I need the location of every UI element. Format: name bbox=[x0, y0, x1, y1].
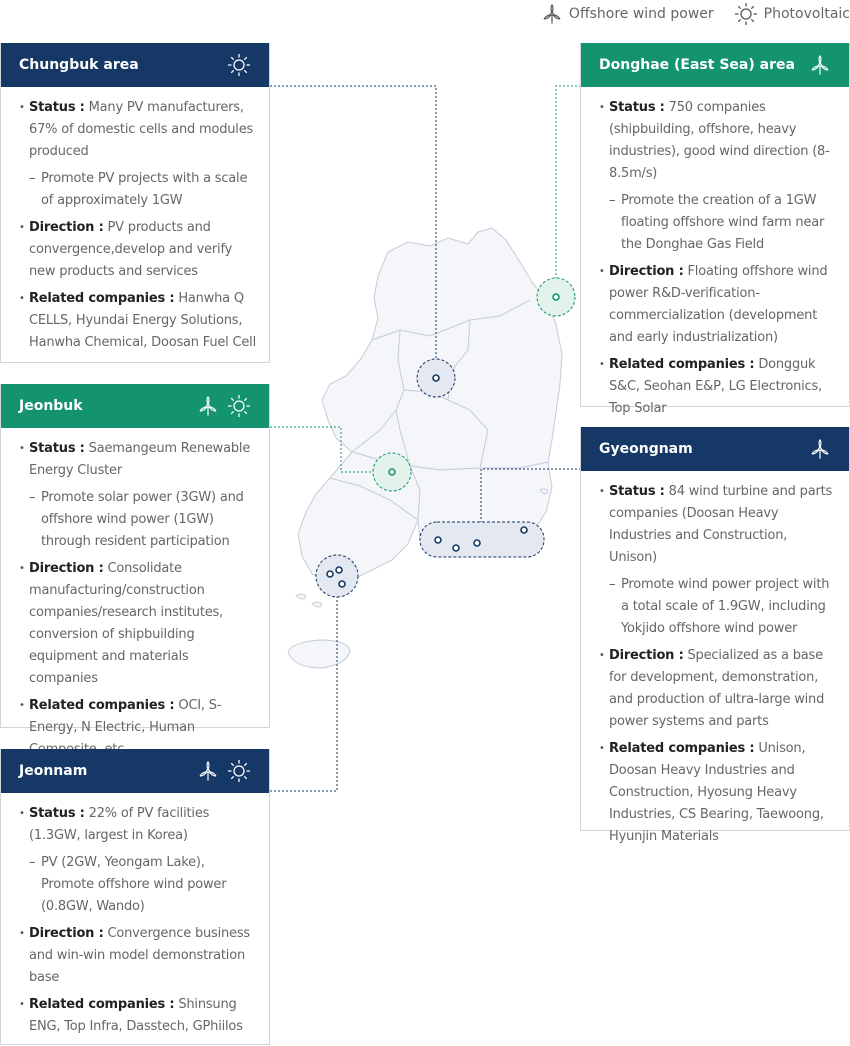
donghae-card-header: Donghae (East Sea) area bbox=[581, 43, 849, 87]
legend: Offshore wind power Photovoltaic bbox=[521, 2, 850, 26]
gyeongnam-card: Gyeongnam Status : 84 wind turbine and p… bbox=[580, 427, 850, 844]
chungbuk-companies: Related companies : Hanwha Q CELLS, Hyun… bbox=[19, 288, 257, 354]
chungbuk-card-header: Chungbuk area bbox=[1, 43, 269, 87]
jeonnam-sub: PV (2GW, Yeongam Lake), Promote offshore… bbox=[19, 852, 257, 918]
chungbuk-sub: Promote PV projects with a scale of appr… bbox=[19, 168, 257, 212]
jeonnam-dot bbox=[335, 566, 343, 574]
donghae-title: Donghae (East Sea) area bbox=[599, 57, 795, 73]
jeonnam-title: Jeonnam bbox=[19, 763, 88, 779]
donghae-status: Status : 750 companies (shipbuilding, of… bbox=[599, 97, 837, 185]
map-province-borders bbox=[329, 299, 531, 521]
chungbuk-dot bbox=[432, 374, 440, 382]
sun-icon bbox=[734, 2, 757, 26]
legend-wind: Offshore wind power bbox=[541, 3, 714, 25]
donghae-sub: Promote the creation of a 1GW floating o… bbox=[599, 190, 837, 256]
gyeongnam-card-header: Gyeongnam bbox=[581, 427, 849, 471]
chungbuk-connector bbox=[270, 85, 437, 359]
gyeongnam-connector bbox=[480, 468, 581, 522]
gyeongnam-title: Gyeongnam bbox=[599, 441, 693, 457]
jeonnam-marker[interactable] bbox=[315, 554, 359, 598]
wind-turbine-icon bbox=[543, 4, 561, 24]
wind-turbine-icon bbox=[811, 439, 829, 459]
chungbuk-direction: Direction : PV products and convergence,… bbox=[19, 217, 257, 283]
wind-turbine-icon bbox=[199, 761, 217, 781]
chungbuk-title: Chungbuk area bbox=[19, 57, 139, 73]
gyeongnam-status: Status : 84 wind turbine and parts compa… bbox=[599, 481, 837, 569]
gyeongnam-dot bbox=[452, 544, 460, 552]
jeonbuk-direction: Direction : Consolidate manufacturing/co… bbox=[19, 558, 257, 690]
jeonnam-dot bbox=[326, 570, 334, 578]
jeonnam-card-header: Jeonnam bbox=[1, 749, 269, 793]
donghae-connector bbox=[555, 85, 581, 278]
jeonbuk-card-header: Jeonbuk bbox=[1, 384, 269, 428]
gyeongnam-marker[interactable] bbox=[419, 521, 545, 558]
chungbuk-status: Status : Many PV manufacturers, 67% of d… bbox=[19, 97, 257, 163]
donghae-card: Donghae (East Sea) area Status : 750 com… bbox=[580, 43, 850, 416]
jeonnam-companies: Related companies : Shinsung ENG, Top In… bbox=[19, 994, 257, 1038]
jeonnam-direction: Direction : Convergence business and win… bbox=[19, 923, 257, 989]
legend-wind-label: Offshore wind power bbox=[568, 6, 714, 22]
jeonnam-status: Status : 22% of PV facilities (1.3GW, la… bbox=[19, 803, 257, 847]
jeonbuk-card: Jeonbuk Status : Saemangeum Renewable En… bbox=[0, 384, 270, 757]
wind-turbine-icon bbox=[811, 55, 829, 75]
jeonbuk-status: Status : Saemangeum Renewable Energy Clu… bbox=[19, 438, 257, 482]
jeonbuk-title: Jeonbuk bbox=[19, 398, 83, 414]
jeonbuk-sub: Promote solar power (3GW) and offshore w… bbox=[19, 487, 257, 553]
gyeongnam-dot bbox=[520, 526, 528, 534]
gyeongnam-sub: Promote wind power project with a total … bbox=[599, 574, 837, 640]
gyeongnam-companies: Related companies : Unison, Doosan Heavy… bbox=[599, 738, 837, 848]
wind-turbine-icon bbox=[199, 396, 217, 416]
donghae-dot bbox=[552, 293, 560, 301]
map-landmass bbox=[287, 227, 563, 669]
jeonnam-dot bbox=[338, 580, 346, 588]
jeonbuk-dot bbox=[388, 468, 396, 476]
donghae-companies: Related companies : Dongguk S&C, Seohan … bbox=[599, 354, 837, 420]
gyeongnam-dot bbox=[473, 539, 481, 547]
gyeongnam-dot bbox=[434, 536, 442, 544]
jeonnam-card: Jeonnam Status : 22% of PV facilities (1… bbox=[0, 749, 270, 1045]
chungbuk-card: Chungbuk area Status : Many PV manufactu… bbox=[0, 43, 270, 363]
gyeongnam-direction: Direction : Specialized as a base for de… bbox=[599, 645, 837, 733]
sun-icon bbox=[227, 53, 251, 77]
sun-icon bbox=[227, 759, 251, 783]
legend-pv-label: Photovoltaic bbox=[763, 6, 850, 22]
jeonbuk-connector bbox=[270, 426, 373, 473]
sun-icon bbox=[227, 394, 251, 418]
legend-pv: Photovoltaic bbox=[734, 2, 850, 26]
jeonnam-connector bbox=[270, 597, 338, 792]
donghae-direction: Direction : Floating offshore wind power… bbox=[599, 261, 837, 349]
